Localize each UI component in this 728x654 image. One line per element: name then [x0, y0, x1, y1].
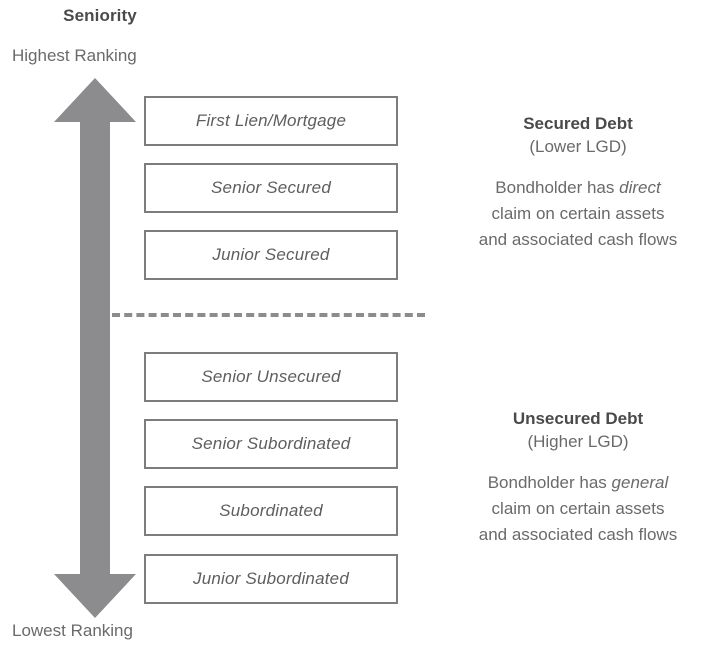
rank-box-label: Junior Subordinated [193, 569, 349, 588]
annotation-body-line-1: Bondholder has general [432, 470, 724, 496]
annotation-unsecured-debt: Unsecured Debt (Higher LGD) Bondholder h… [432, 408, 724, 548]
rank-box-junior-secured[interactable]: Junior Secured [144, 230, 398, 280]
annotation-body-line-2: claim on certain assets [491, 499, 665, 518]
rank-box-label: Senior Subordinated [191, 434, 351, 453]
rank-box-label: First Lien/Mortgage [195, 111, 347, 130]
annotation-title: Secured Debt [523, 114, 633, 133]
annotation-body-line-3: and associated cash flows [478, 525, 678, 544]
annotation-body-line-3: and associated cash flows [478, 230, 678, 249]
rank-box-label: Senior Secured [211, 178, 331, 197]
annotation-body-line-1-emphasis: direct [619, 178, 661, 197]
lowest-ranking-label: Lowest Ranking [12, 621, 133, 640]
highest-ranking-label: Highest Ranking [12, 46, 137, 65]
annotation-body: Bondholder has direct claim on certain a… [432, 175, 724, 253]
rank-box-label: Subordinated [219, 501, 323, 520]
annotation-secured-debt: Secured Debt (Lower LGD) Bondholder has … [432, 113, 724, 253]
annotation-body-line-1: Bondholder has direct [432, 175, 724, 201]
annotation-subtitle: (Higher LGD) [527, 432, 629, 451]
rank-box-label: Junior Secured [212, 245, 330, 264]
annotation-body-line-1-prefix: Bondholder has [487, 473, 612, 492]
rank-box-senior-subordinated[interactable]: Senior Subordinated [144, 419, 398, 469]
annotation-body-line-2: claim on certain assets [491, 204, 665, 223]
secured-unsecured-divider [112, 313, 425, 317]
rank-box-label: Senior Unsecured [201, 367, 341, 386]
page-title: Seniority [63, 6, 137, 25]
rank-box-subordinated[interactable]: Subordinated [144, 486, 398, 536]
rank-box-senior-secured[interactable]: Senior Secured [144, 163, 398, 213]
rank-box-junior-subordinated[interactable]: Junior Subordinated [144, 554, 398, 604]
annotation-body-line-1-emphasis: general [611, 473, 669, 492]
annotation-subtitle: (Lower LGD) [529, 137, 627, 156]
annotation-title: Unsecured Debt [512, 409, 644, 428]
double-headed-vertical-arrow-icon [54, 78, 136, 618]
annotation-body-line-1-prefix: Bondholder has [495, 178, 620, 197]
rank-box-senior-unsecured[interactable]: Senior Unsecured [144, 352, 398, 402]
annotation-body: Bondholder has general claim on certain … [432, 470, 724, 548]
rank-box-first-lien-mortgage[interactable]: First Lien/Mortgage [144, 96, 398, 146]
